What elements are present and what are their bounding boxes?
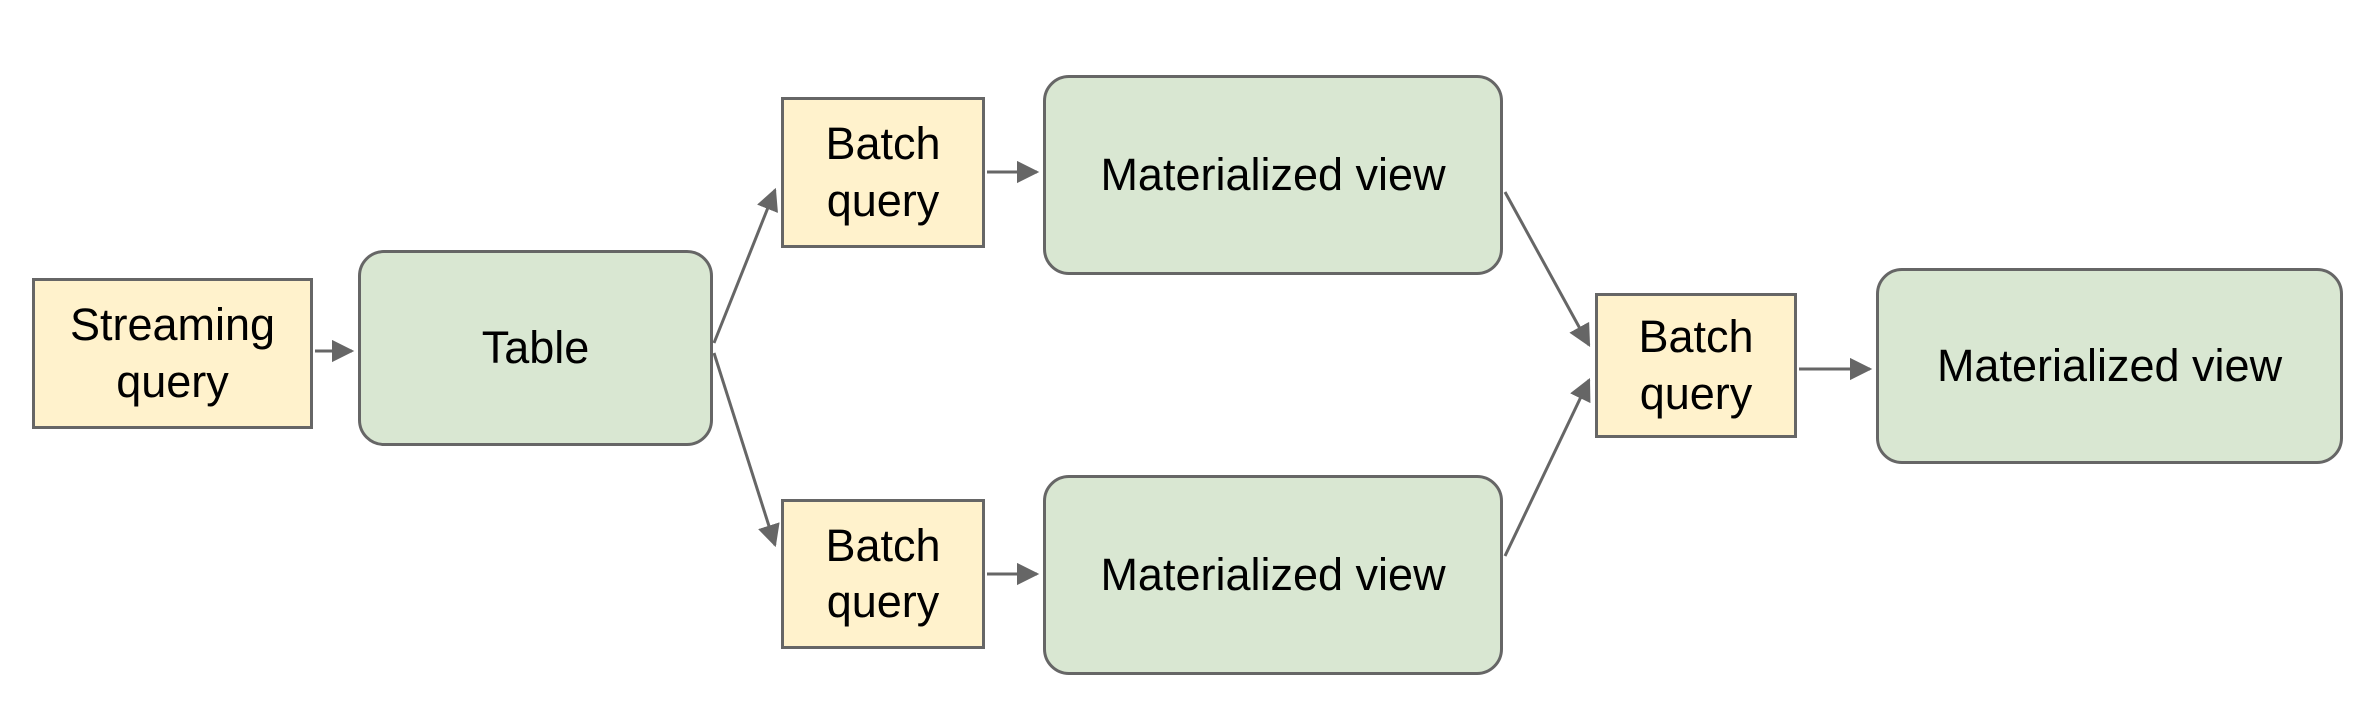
node-batch-query-top: Batch query — [781, 97, 985, 248]
edge-table-to-batch-query-top — [712, 187, 778, 344]
node-materialized-view-bottom-label: Materialized view — [1100, 548, 1446, 600]
node-batch-query-top-label: Batch query — [825, 118, 941, 226]
node-materialized-view-top-label: Materialized view — [1100, 148, 1446, 200]
node-batch-query-bottom: Batch query — [781, 499, 985, 649]
node-materialized-view-top: Materialized view — [1043, 75, 1503, 275]
node-materialized-view-right: Materialized view — [1876, 268, 2343, 464]
edge-table-to-batch-query-bottom — [712, 352, 780, 548]
node-batch-query-right: Batch query — [1595, 293, 1797, 438]
node-streaming-query: Streaming query — [32, 278, 313, 429]
node-table: Table — [358, 250, 713, 446]
node-batch-query-right-label: Batch query — [1638, 311, 1754, 419]
edge-materialized-view-top-to-batch-query-right — [1503, 191, 1591, 347]
node-table-label: Table — [481, 321, 590, 373]
node-batch-query-bottom-label: Batch query — [825, 519, 941, 627]
node-materialized-view-right-label: Materialized view — [1936, 339, 2283, 391]
node-streaming-query-label: Streaming query — [69, 299, 276, 407]
node-materialized-view-bottom: Materialized view — [1043, 475, 1503, 675]
edge-materialized-view-bottom-to-batch-query-right — [1503, 377, 1591, 557]
